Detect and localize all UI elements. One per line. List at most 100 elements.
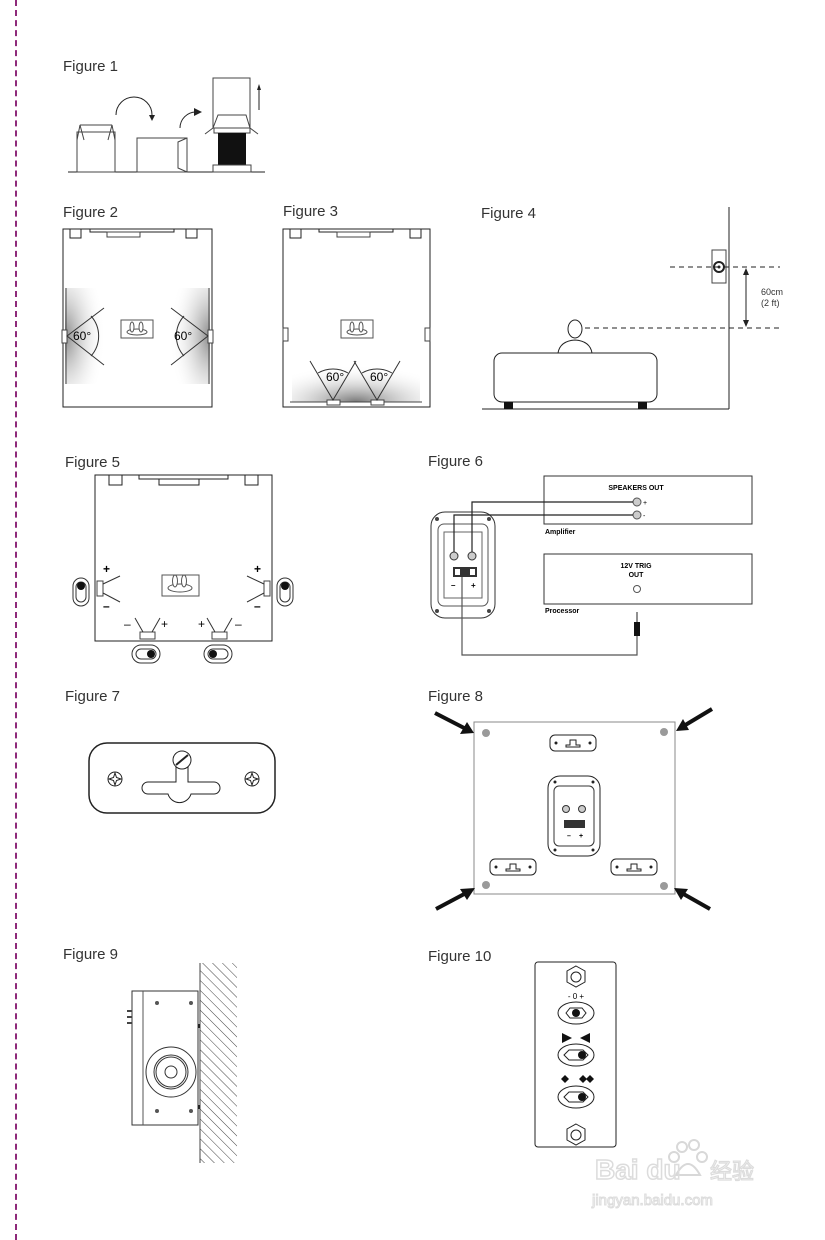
- lifted-box-with-speaker-icon: [204, 77, 259, 173]
- baidu-jingyan-watermark: Bai du 经验 jingyan.baidu.com: [591, 1139, 755, 1210]
- figure-8-label: Figure 8: [428, 688, 484, 705]
- terminal-panel-icon: – +: [547, 775, 601, 857]
- figure-6-label: Figure 6: [428, 453, 484, 470]
- bumper-dot-bottom-right: [660, 882, 668, 890]
- figure-7-label: Figure 7: [65, 688, 121, 705]
- bottom-right-minus-label: –: [235, 617, 242, 631]
- amp-plus-terminal-icon: [632, 497, 642, 507]
- bumper-dot-bottom-left: [482, 881, 490, 889]
- terminal-plus-label: +: [579, 833, 583, 840]
- arrow-bottom-left-icon: [435, 888, 475, 911]
- bumper-dot-top-right: [660, 728, 668, 736]
- watermark-cn: 经验: [710, 1159, 754, 1184]
- height-metric-label: 60cm: [761, 287, 783, 297]
- trig-out-label-line2: OUT: [629, 572, 645, 579]
- figure-3-rear-placement-diagram: 60° 60°: [282, 228, 431, 408]
- seated-listener-icon: [557, 319, 593, 354]
- figure-2-label: Figure 2: [63, 204, 119, 221]
- keyhole-bracket-top: [549, 734, 597, 752]
- bowtie-icon: [562, 1033, 590, 1043]
- trigger-jack-icon: [633, 585, 641, 593]
- bottom-left-polarity-switch-icon: [131, 644, 161, 664]
- single-double-diamond-icon: [561, 1075, 594, 1083]
- figure-6-wiring-diagram: SPEAKERS OUT + - Amplifier 12V TRIG OUT …: [430, 475, 753, 656]
- top-mounting-nut-icon: [566, 965, 586, 988]
- listener-sofa-icon: [161, 574, 200, 597]
- rotate-arrow-icon: [115, 96, 153, 116]
- minus-wire: [453, 514, 633, 552]
- figure-1-unpacking-illustration: [68, 77, 265, 173]
- paw-logo-icon: [668, 1139, 708, 1176]
- right-minus-label: –: [254, 599, 261, 613]
- height-imperial-label: (2 ft): [761, 298, 780, 308]
- figure-9-wall-mounted-side-view: [127, 963, 237, 1163]
- figure-5-polarity-diagram: + – + – – + + –: [72, 474, 294, 664]
- figure-10-switch-panel: - 0 +: [534, 961, 617, 1148]
- speaker-rear-panel-icon: – +: [430, 511, 496, 619]
- lift-arrow-icon: [179, 111, 197, 129]
- figure-4-height-diagram: 60cm (2 ft): [482, 207, 783, 410]
- screw-icon-left: [107, 771, 123, 787]
- keyhole-slot: [141, 764, 221, 803]
- bottom-mounting-nut-icon: [566, 1123, 586, 1146]
- figure-1-label: Figure 1: [63, 58, 119, 75]
- amplifier-caption: Amplifier: [545, 529, 576, 536]
- trigger-plug-icon: [634, 622, 640, 636]
- box-on-side-icon: [136, 137, 188, 173]
- keyhole-bracket-bottom-right: [610, 858, 658, 876]
- processor-panel: [543, 553, 753, 605]
- right-speaker-icon: [207, 329, 214, 344]
- left-angle-label: 60°: [326, 370, 344, 384]
- left-minus-label: –: [103, 599, 110, 613]
- level-switch-icon[interactable]: [557, 1001, 595, 1025]
- bottom-left-minus-label: –: [124, 617, 131, 631]
- wall-hatch: [200, 963, 237, 1163]
- amplifier-panel: [543, 475, 753, 525]
- watermark-url: jingyan.baidu.com: [591, 1192, 713, 1209]
- figure-7-keyhole-bracket: [88, 742, 276, 814]
- speaker-plus-label: +: [471, 581, 476, 590]
- right-polarity-switch-icon: [276, 577, 294, 607]
- right-angle-label: 60°: [174, 329, 192, 343]
- bass-switch-icon[interactable]: [557, 1043, 595, 1067]
- right-plus-label: +: [254, 562, 261, 576]
- keyhole-bracket-bottom-left: [489, 858, 537, 876]
- speakers-out-label: SPEAKERS OUT: [608, 485, 664, 492]
- figure-3-label: Figure 3: [283, 203, 339, 220]
- left-plus-label: +: [103, 562, 110, 576]
- sofa-icon: [493, 352, 658, 409]
- figure-8-rear-panel: – +: [434, 707, 714, 911]
- trig-out-label-line1: 12V TRIG: [620, 563, 652, 570]
- amp-minus-label: -: [643, 513, 646, 520]
- arrow-top-right-icon: [676, 707, 714, 731]
- rear-left-speaker-icon: [326, 399, 341, 406]
- figure-4-label: Figure 4: [481, 205, 537, 222]
- figure-10-label: Figure 10: [428, 948, 492, 965]
- processor-caption: Processor: [545, 608, 580, 615]
- speaker-minus-label: –: [451, 581, 456, 590]
- listener-sofa-icon: [340, 319, 374, 339]
- left-speaker-icon: [61, 329, 68, 344]
- figure-9-label: Figure 9: [63, 946, 119, 963]
- figure-2-side-placement-diagram: 60° 60°: [61, 228, 214, 408]
- left-angle-label: 60°: [73, 329, 91, 343]
- right-angle-label: 60°: [370, 370, 388, 384]
- rear-right-speaker-icon: [370, 399, 385, 406]
- trigger-cable: [461, 577, 638, 656]
- arrow-top-left-icon: [434, 711, 474, 734]
- level-switch-label: - 0 +: [568, 992, 585, 1001]
- listener-sofa-icon: [120, 319, 154, 339]
- bottom-right-polarity-switch-icon: [203, 644, 233, 664]
- mounting-screw-icon: [172, 750, 192, 770]
- screw-icon-right: [244, 771, 260, 787]
- figure-5-label: Figure 5: [65, 454, 121, 471]
- woofer-icon: [145, 1046, 197, 1098]
- page-margin-dashed-line: [15, 0, 17, 1240]
- bottom-left-plus-label: +: [161, 617, 168, 631]
- plus-wire: [471, 501, 633, 552]
- left-polarity-switch-icon: [72, 577, 90, 607]
- amp-minus-terminal-icon: [632, 510, 642, 520]
- watermark-brand: Bai du: [595, 1154, 681, 1185]
- mode-switch-icon[interactable]: [557, 1085, 595, 1109]
- bumper-dot-top-left: [482, 729, 490, 737]
